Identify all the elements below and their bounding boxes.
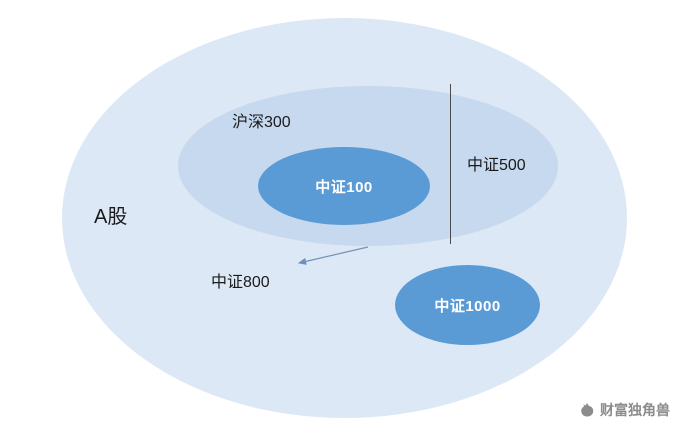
csi100-ellipse: 中证100	[258, 147, 430, 225]
watermark-text: 财富独角兽	[600, 402, 670, 418]
watermark: 财富独角兽	[578, 400, 670, 420]
unicorn-logo-icon	[581, 403, 594, 417]
hs300-label: 沪深300	[232, 114, 291, 131]
csi500-label: 中证500	[467, 157, 526, 174]
csi100-label: 中证100	[315, 178, 373, 196]
a-share-label: A股	[94, 206, 128, 228]
csi1000-ellipse: 中证1000	[395, 265, 540, 345]
csi300-csi500-divider-line	[450, 84, 451, 244]
csi1000-label: 中证1000	[434, 297, 501, 315]
csi800-label: 中证800	[211, 274, 270, 291]
